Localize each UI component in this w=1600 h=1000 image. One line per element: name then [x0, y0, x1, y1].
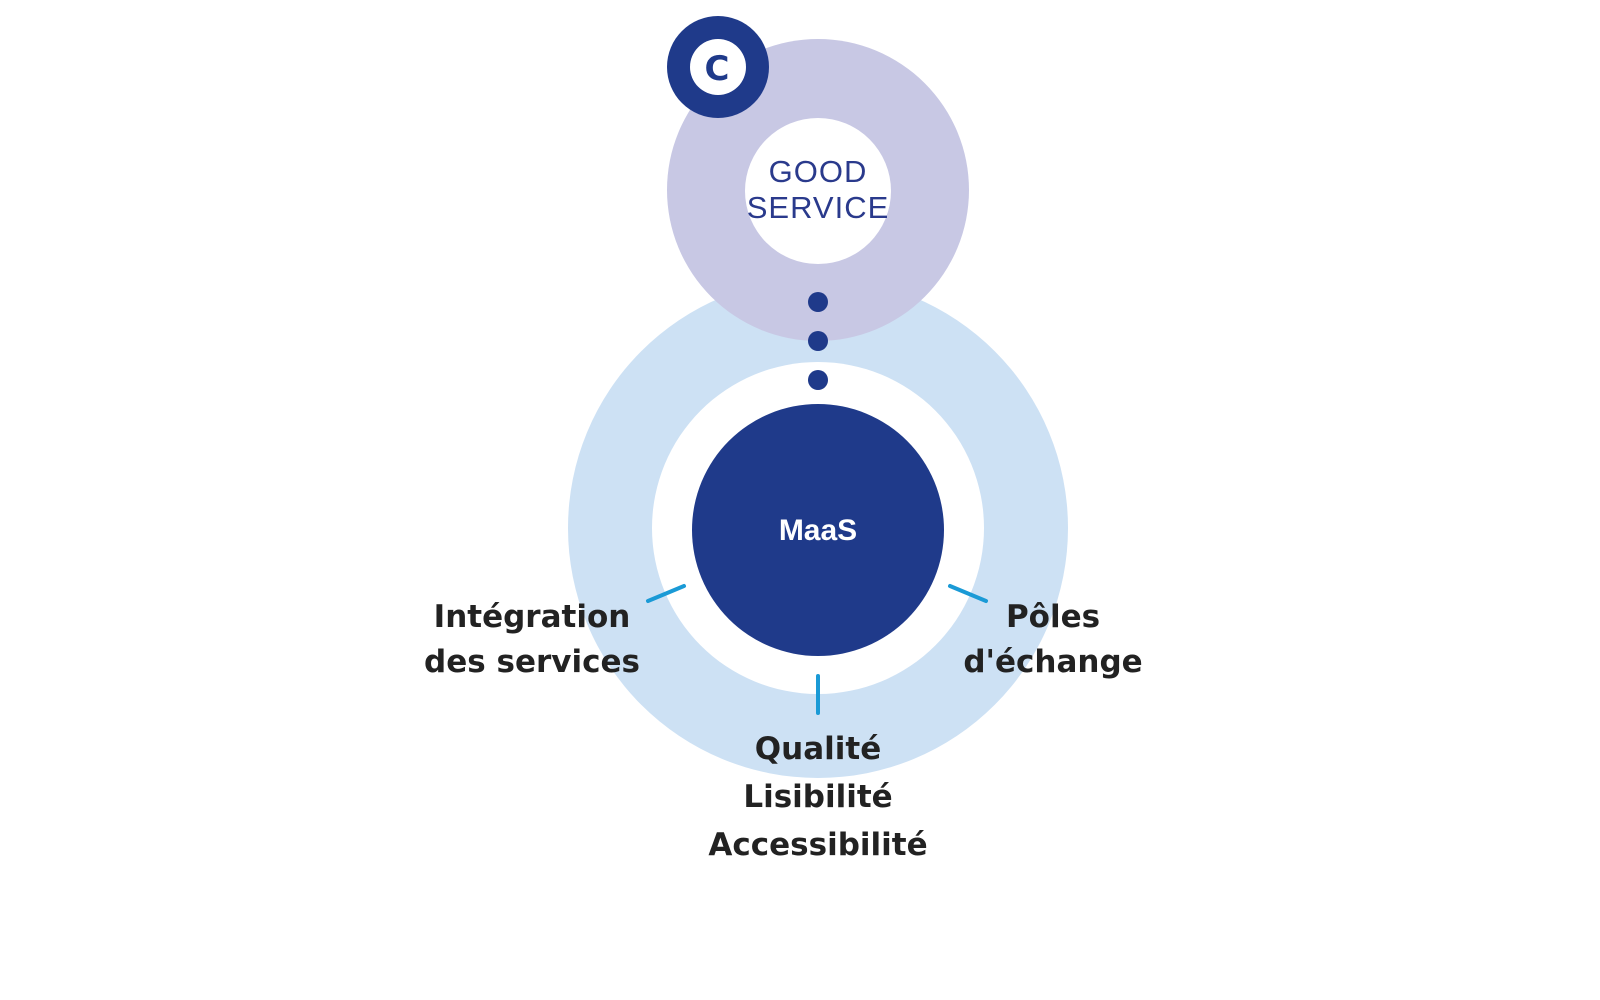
- good-service-line1: GOOD: [769, 154, 868, 189]
- label-right-line1: Pôles: [1006, 599, 1100, 635]
- label-left-line2: des services: [424, 644, 640, 680]
- maas-label: MaaS: [779, 514, 857, 547]
- tick-right: [948, 584, 988, 603]
- connector-dot: [808, 331, 828, 351]
- tick-left: [646, 584, 686, 603]
- badge-c-inner: [690, 39, 746, 95]
- label-left-line1: Intégration: [434, 599, 631, 635]
- label-right-line2: d'échange: [963, 644, 1142, 680]
- good-service-inner: [745, 118, 891, 264]
- label-bottom-line1: Qualité: [755, 731, 881, 767]
- connector-dot: [808, 370, 828, 390]
- maas-core: [692, 404, 944, 656]
- label-bottom-line3: Accessibilité: [708, 827, 927, 863]
- good-service-line2: SERVICE: [747, 190, 890, 225]
- connector-dot: [808, 292, 828, 312]
- label-bottom-line2: Lisibilité: [743, 779, 892, 815]
- badge-letter: C: [705, 49, 730, 89]
